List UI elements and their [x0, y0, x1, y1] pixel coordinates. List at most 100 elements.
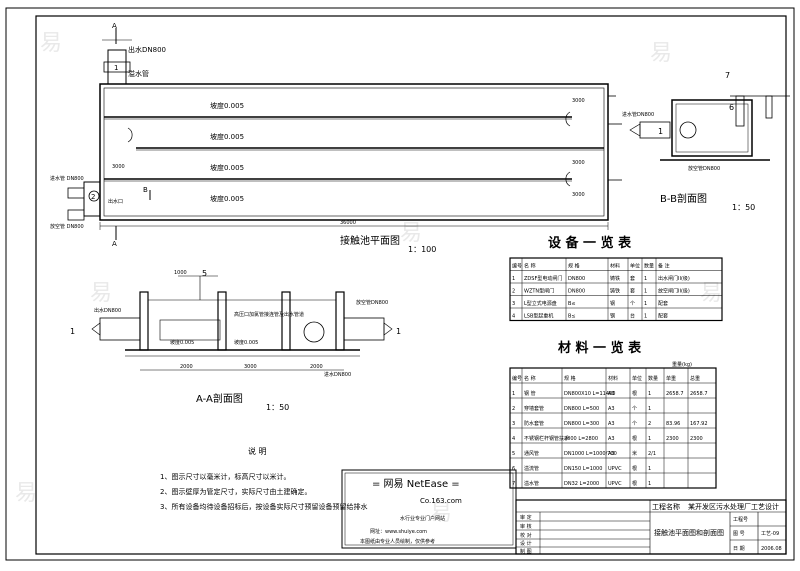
table-cell: 配套 — [658, 300, 668, 307]
aa-slope-a: 坡度0.005 — [170, 339, 194, 346]
table-cell: 1 — [644, 289, 647, 295]
plan-slope-1: 坡度0.005 — [210, 101, 244, 110]
netease-title: = 网易 NetEase = — [372, 478, 460, 490]
table-cell: 2300 — [666, 436, 679, 442]
table-cell: A3 — [608, 406, 615, 412]
table-cell: 通风管 — [524, 450, 539, 457]
table-cell: 4 — [512, 436, 515, 442]
table-cell: 1 — [512, 391, 515, 397]
aa-title: A-A剖面图 — [196, 392, 243, 405]
plan-section-b: B — [143, 186, 148, 194]
aa-slope-b: 坡度0.005 — [234, 339, 258, 346]
bb-number-7: 7 — [725, 71, 730, 80]
table-cell: 1 — [648, 436, 651, 442]
aa-right-label: 放空管DN800 — [356, 299, 388, 306]
aa-bottom-label: 进水DN800 — [324, 371, 351, 378]
plan-number-1: 1 — [114, 64, 118, 72]
table-header-cell: 单重 — [666, 375, 676, 382]
table-cell: 套 — [630, 288, 635, 295]
table-cell: 1 — [644, 301, 647, 307]
table-cell: DN1000 L=1000/700 — [564, 451, 617, 457]
table-header-cell: 规 格 — [564, 375, 576, 382]
table-cell: 穿墙套管 — [524, 405, 544, 412]
table-header-cell: 名 称 — [524, 263, 536, 270]
watermark-layer: 易 易 易 易 易 易 易 — [15, 31, 722, 526]
table-cell: A3 — [608, 391, 615, 397]
aa-dim-1: 2000 — [180, 364, 193, 370]
table-cell: UPVC — [608, 466, 622, 472]
table-cell: WZTN型闸门 — [524, 288, 554, 295]
watermark: 易 — [400, 221, 422, 246]
table-cell: 个 — [632, 421, 637, 427]
netease-url: Co.163.com — [420, 497, 462, 505]
aa-dim-3: 2000 — [310, 364, 323, 370]
aa-number-1b: 1 — [396, 327, 401, 336]
plan-view — [67, 28, 622, 240]
tank-outline — [99, 83, 609, 221]
table-cell: LSB型起重机 — [524, 313, 553, 320]
plan-outlet-label: 出水口 — [108, 198, 123, 205]
plan-number-2: 2 — [91, 193, 95, 201]
plan-dim-1: 3000 — [112, 164, 125, 170]
table-group-header: 重量(kg) — [672, 361, 692, 368]
table-header-cell: 数量 — [648, 375, 658, 382]
tb-row-label: 制 图 — [520, 548, 532, 555]
tb-date: 2006.08 — [761, 546, 782, 552]
table-cell: 根 — [632, 435, 637, 442]
table-cell: B≤ — [568, 314, 576, 320]
bb-inlet-label: 进水管DN800 — [622, 111, 654, 118]
table-cell: 2/1 — [648, 451, 656, 457]
table-cell: 溢水管 — [524, 480, 539, 487]
note-item: 1、图示尺寸以毫米计，标高尺寸以米计。 — [160, 472, 290, 481]
table-cell: DN800 — [568, 276, 585, 282]
table-header-cell: 总重 — [690, 375, 700, 382]
project-label: 工程名称 — [652, 502, 680, 511]
plan-labels: 出水DN800 溢水管 进水管 DN800 放空管 DN800 出水口 坡度0.… — [50, 22, 585, 254]
watermark: 易 — [700, 281, 722, 306]
table-cell: UPVC — [608, 481, 622, 487]
table-cell: 出水闸门II(级) — [658, 275, 690, 282]
tb-drawing-no: 工艺-09 — [761, 531, 779, 537]
note-item: 2、图示壁厚为管定尺寸，实际尺寸由土建确定。 — [160, 487, 311, 496]
table-cell: DN32 L=2000 — [564, 481, 599, 487]
aa-left-label: 出水DN800 — [94, 307, 121, 314]
table-cell: DN800 L=300 — [564, 421, 599, 427]
aa-note-box: 高压口加氯管接连管及出水管道 — [234, 311, 304, 318]
table-cell: L型立式电源盘 — [524, 300, 557, 307]
netease-line1: 水行业专业门户网站 — [400, 515, 445, 522]
table-cell: A3 — [608, 436, 615, 442]
aa-dim-1000: 1000 — [174, 270, 187, 276]
table-cell: DN800X10 L=11400 — [564, 391, 615, 397]
table-cell: 台 — [630, 313, 635, 320]
bb-section — [629, 95, 790, 161]
table-cell: 根 — [632, 465, 637, 472]
plan-drain-label: 溢水管 — [128, 69, 149, 78]
table-cell: 个 — [630, 301, 635, 307]
table-cell: 5 — [512, 451, 515, 457]
netease-stamp: = 网易 NetEase = Co.163.com 水行业专业门户网站 网址：w… — [341, 469, 517, 549]
table-header-cell: 数量 — [644, 263, 654, 270]
table-cell: 4 — [512, 314, 515, 320]
table-cell: 溢流管 — [524, 465, 539, 472]
plan-dim-2: 3000 — [572, 98, 585, 104]
table-cell: 个 — [632, 406, 637, 412]
materials-title: 材 料 一 览 表 — [558, 340, 642, 356]
table-header-cell: 材料 — [608, 375, 618, 382]
bb-number-1: 1 — [658, 127, 663, 136]
table-cell: 2 — [512, 406, 515, 412]
plan-title: 接触池平面图 — [340, 234, 400, 247]
aa-number-5: 5 — [202, 269, 207, 278]
table-header-cell: 单位 — [632, 375, 642, 382]
table-cell: 防水套管 — [524, 420, 544, 427]
table-cell: 米 — [632, 450, 637, 457]
table-cell: 根 — [632, 480, 637, 487]
watermark: 易 — [15, 481, 37, 506]
table-cell: 2300 — [690, 436, 703, 442]
equipment-title: 设 备 一 览 表 — [548, 235, 632, 251]
bb-labels: 7 6 1 进水管DN800 放空管DN800 B-B剖面图 1：50 — [622, 71, 755, 212]
table-header-cell: 编号 — [512, 263, 522, 270]
table-cell: DN800 L=500 — [564, 406, 599, 412]
aa-section — [91, 275, 393, 371]
